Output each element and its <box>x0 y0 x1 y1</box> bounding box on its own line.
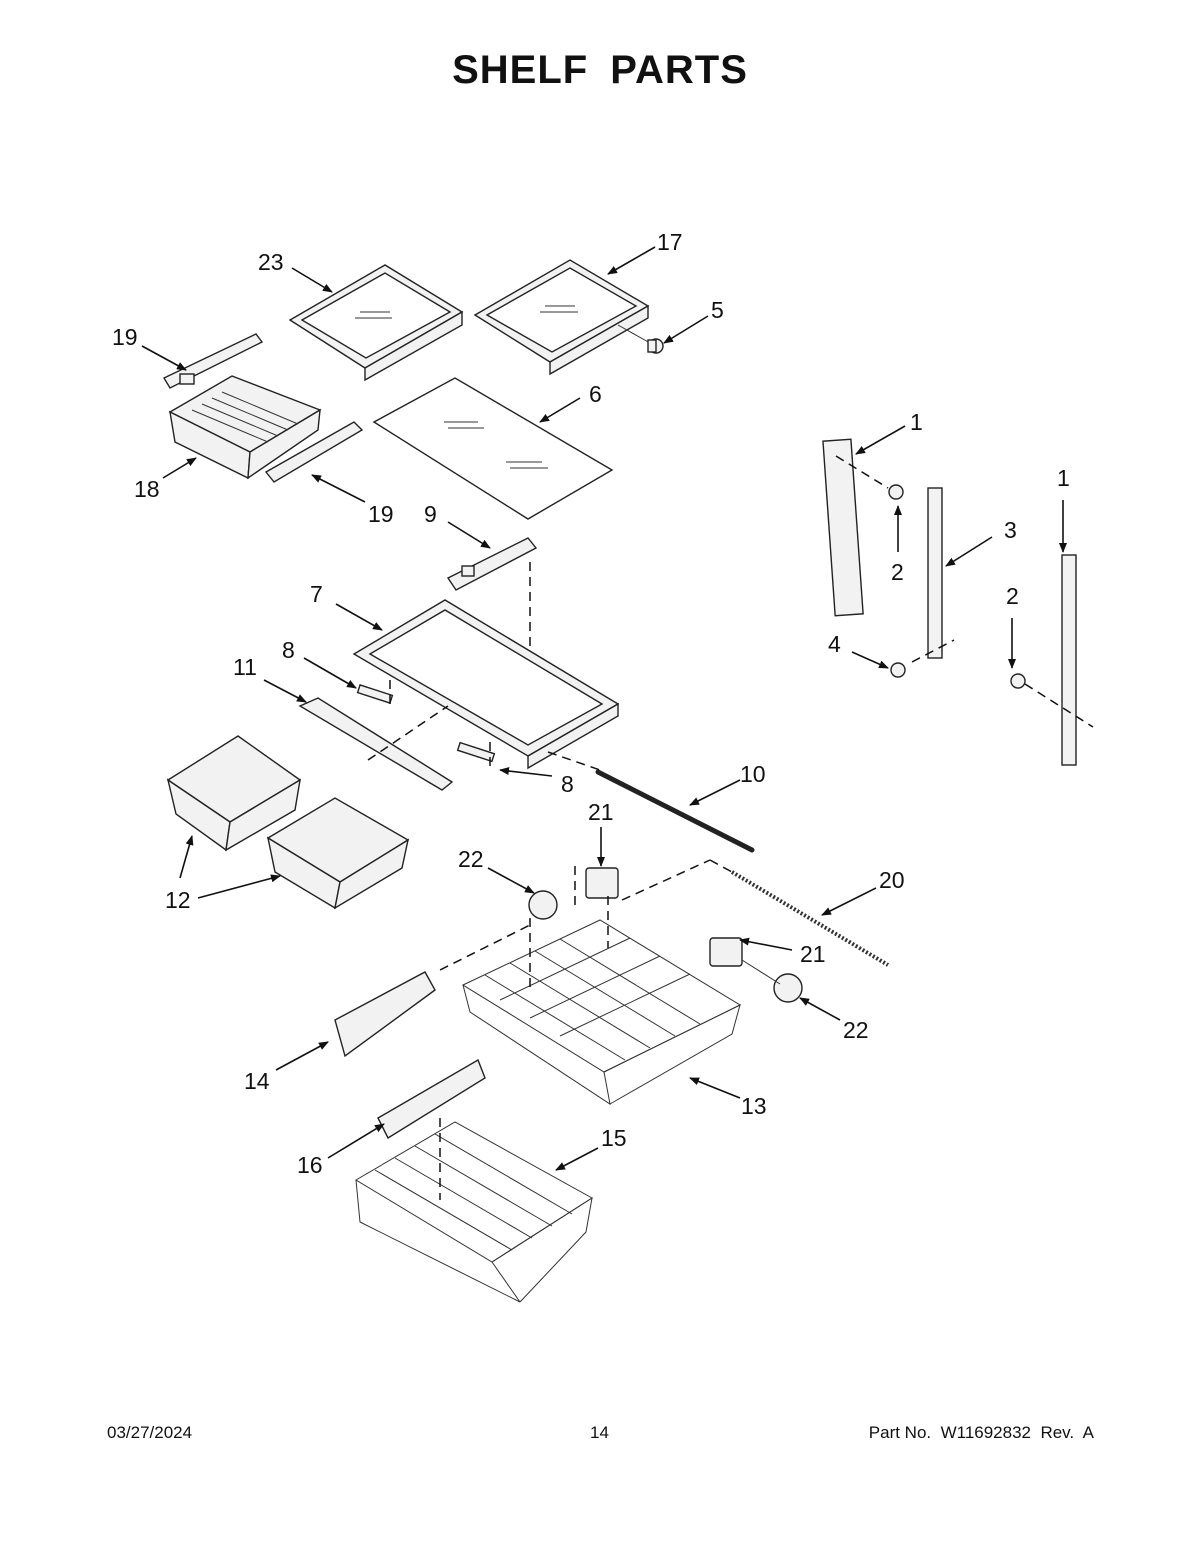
callout-14: 14 <box>244 1068 270 1094</box>
part-21-guide-upper <box>585 867 619 899</box>
callout-5: 5 <box>711 297 724 323</box>
part-10-rod <box>595 769 755 853</box>
callout-7: 7 <box>310 581 323 607</box>
callout-15: 15 <box>601 1125 627 1151</box>
footer-page-number: 14 <box>590 1423 609 1442</box>
callout-1-left: 1 <box>910 409 923 435</box>
part-1-rail-right <box>1061 554 1077 766</box>
footer-part-number: Part No. W11692832 Rev. A <box>868 1423 1094 1442</box>
callout-3: 3 <box>1004 517 1017 543</box>
callout-19-top: 19 <box>112 324 138 350</box>
part-17-half-shelf <box>473 259 650 376</box>
part-19-rail-lower <box>264 421 364 483</box>
callout-8-upper: 8 <box>282 637 295 663</box>
part-2-screw-left <box>888 484 904 500</box>
part-21-guide-lower <box>709 937 743 967</box>
callout-22-upper: 22 <box>458 846 484 872</box>
callout-2-left: 2 <box>891 559 904 585</box>
part-22-gear-lower <box>773 973 803 1003</box>
part-19-rail-top <box>163 333 264 389</box>
callout-22-lower: 22 <box>843 1017 869 1043</box>
part-11-trim <box>298 697 454 791</box>
callout-21-lower: 21 <box>800 941 826 967</box>
part-16-divider <box>377 1058 486 1139</box>
part-13-wire-basket <box>461 919 742 1106</box>
part-6-glass-shelf <box>372 377 614 520</box>
callout-16: 16 <box>297 1152 323 1178</box>
part-3-rail-middle <box>927 487 943 659</box>
part-9-bracket <box>446 537 538 591</box>
part-12-crisper-right <box>266 797 410 910</box>
part-5-screw <box>617 324 664 354</box>
footer-date: 03/27/2024 <box>107 1423 193 1442</box>
callout-18: 18 <box>134 476 160 502</box>
callout-arrows <box>141 246 1067 1171</box>
callout-9: 9 <box>424 501 437 527</box>
callout-13: 13 <box>741 1093 767 1119</box>
callout-23: 23 <box>258 249 284 275</box>
callout-20: 20 <box>879 867 905 893</box>
part-7-shelf-frame <box>352 599 620 770</box>
part-15-wire-basket <box>355 1121 593 1303</box>
part-18-deli-drawer <box>168 375 322 480</box>
callout-11: 11 <box>233 654 257 680</box>
callout-6: 6 <box>589 381 602 407</box>
callout-2-right: 2 <box>1006 583 1019 609</box>
callout-10: 10 <box>740 761 766 787</box>
callout-21-upper: 21 <box>588 799 614 825</box>
part-23-half-shelf <box>288 264 464 382</box>
part-8-clip-lower <box>456 741 496 763</box>
part-22-gear-upper <box>528 890 558 920</box>
part-12-crisper-left <box>166 735 302 852</box>
part-2-screw-right <box>1010 673 1026 689</box>
part-4-screw <box>890 662 906 678</box>
part-8-clip-upper <box>356 684 394 704</box>
callout-19-lower: 19 <box>368 501 394 527</box>
callout-8-lower: 8 <box>561 771 574 797</box>
part-1-rail-left <box>822 438 864 617</box>
callout-17: 17 <box>657 229 683 255</box>
page-title: SHELF PARTS <box>452 48 748 92</box>
callout-4: 4 <box>828 631 841 657</box>
part-14-divider <box>334 971 436 1058</box>
callout-12: 12 <box>165 887 191 913</box>
callout-1-right: 1 <box>1057 465 1070 491</box>
